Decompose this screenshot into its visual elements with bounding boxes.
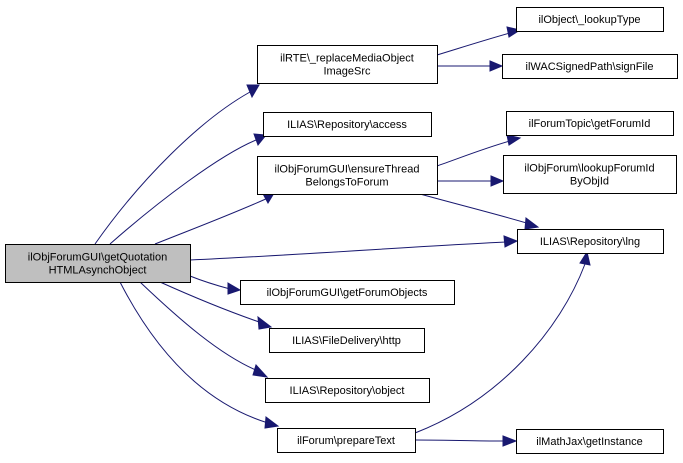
node-box [503,155,677,194]
edge-root-to-object [139,281,269,378]
node-prepareText[interactable]: ilForum\prepareText [277,428,416,453]
node-getForumId[interactable]: ilForumTopic\getForumId [506,111,674,136]
node-box [506,111,674,136]
node-label: ILIAS\Repository\lng [540,236,640,248]
node-object[interactable]: ILIAS\Repository\object [265,378,430,403]
arrowhead-icon [506,134,522,146]
node-box [265,378,430,403]
node-getForumObjects[interactable]: ilObjForumGUI\getForumObjects [240,280,455,305]
node-box [257,45,438,84]
node-box [277,428,416,453]
node-label: HTMLAsynchObject [49,265,147,277]
edge-root-to-http [159,281,273,330]
node-signFile[interactable]: ilWACSignedPath\signFile [502,54,678,79]
edge-line [414,263,586,434]
edge-line [419,193,531,225]
edge-root-to-prepareText [119,281,280,429]
node-box [517,229,664,254]
node-label: ilForum\prepareText [297,435,395,447]
node-label: ilMathJax\getInstance [536,436,642,448]
node-lng[interactable]: ILIAS\Repository\lng [517,229,664,254]
node-label: ILIAS\Repository\access [287,119,407,131]
arrowhead-icon [252,364,269,378]
edge-line [139,281,259,372]
edge-line [436,140,511,167]
node-label: BelongsToForum [305,177,388,189]
node-label: ilObjForumGUI\ensureThread [275,164,420,176]
arrowhead-icon [257,315,273,330]
arrowhead-icon [264,416,280,429]
arrowhead-icon [524,217,540,230]
node-box [269,328,425,353]
edge-line [189,275,231,290]
node-label: ilObjForumGUI\getForumObjects [267,287,428,299]
node-label: ilWACSignedPath\signFile [526,61,654,73]
edge-line [189,241,507,261]
edge-root-to-access [109,133,267,245]
edge-line [414,439,506,442]
nodes-layer: ilObjForumGUI\getQuotationHTMLAsynchObje… [5,7,678,454]
edge-prepareText-to-getInstance [414,435,518,447]
node-label: ilObjForum\lookupForumId [524,163,654,175]
arrowhead-icon [227,282,242,295]
arrowhead-icon [246,84,260,99]
arrowhead-icon [503,235,519,248]
node-label: ilForumTopic\getForumId [529,118,651,130]
edge-ensureThread-to-lookupForumId [436,175,505,187]
node-getInstance[interactable]: ilMathJax\getInstance [516,429,664,454]
node-label: ilObject\_lookupType [538,14,640,26]
node-label: ILIAS\Repository\object [290,385,405,397]
node-box [516,7,664,32]
node-root[interactable]: ilObjForumGUI\getQuotationHTMLAsynchObje… [5,244,191,283]
arrowhead-icon [502,435,518,447]
node-box [516,429,664,454]
edge-line [94,91,251,245]
node-lookupType[interactable]: ilObject\_lookupType [516,7,664,32]
edge-ensureThread-to-getForumId [436,134,522,167]
edge-root-to-ensureThread [154,191,275,245]
edges-layer [94,26,591,447]
node-label: ilRTE\_replaceMediaObject [280,53,414,65]
node-box [502,54,678,79]
node-http[interactable]: ILIAS\FileDelivery\http [269,328,425,353]
edge-root-to-replaceMedia [94,84,260,245]
edge-line [154,197,269,245]
node-box [263,112,432,137]
node-box [257,156,438,195]
node-label: ilObjForumGUI\getQuotation [28,252,167,264]
edge-line [159,281,263,324]
node-label: ByObjId [570,176,609,188]
edge-replaceMedia-to-signFile [437,60,504,72]
node-access[interactable]: ILIAS\Repository\access [263,112,432,137]
edge-prepareText-to-lng [414,250,591,434]
edge-line [436,32,511,56]
arrowhead-icon [490,175,505,187]
arrowhead-icon [489,60,504,72]
node-label: ImageSrc [323,66,371,78]
edge-replaceMedia-to-lookupType [436,26,522,56]
node-box [5,244,191,283]
edge-root-to-getForumObjects [189,275,242,295]
edge-root-to-lng [189,235,519,261]
arrowhead-icon [579,250,591,266]
edge-line [109,139,257,245]
edge-ensureThread-to-lng [419,193,540,230]
node-box [240,280,455,305]
edge-line [119,281,269,424]
node-label: ILIAS\FileDelivery\http [292,335,401,347]
